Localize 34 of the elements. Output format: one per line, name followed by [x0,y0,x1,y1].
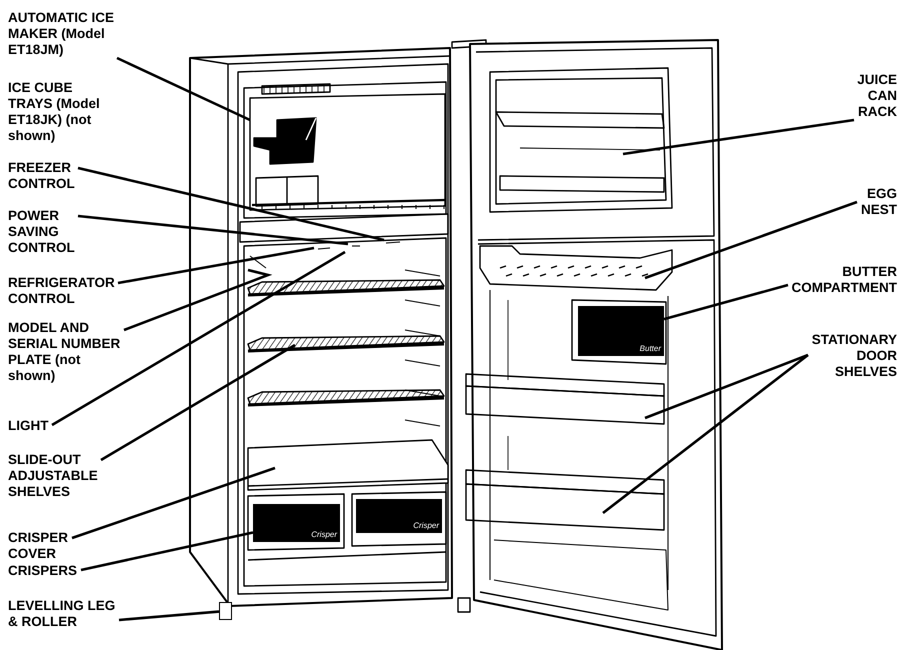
part-label: BUTTER COMPARTMENT [790,264,897,296]
leader-line [116,56,251,122]
leader-line [664,284,788,320]
leader-line [100,344,296,462]
leader-line [51,250,346,426]
part-label: LEVELLING LEG & ROLLER [8,598,117,630]
leader-line [644,200,858,280]
leader-line [644,354,808,420]
part-label: CRISPER COVER [8,530,70,562]
crisper-drawer-front: Crisper [356,499,442,533]
part-label: CRISPERS [8,563,79,579]
part-label: LIGHT [8,418,50,434]
leader-line [78,214,348,246]
butter-compartment-door: Butter [578,306,664,356]
part-label: EGG NEST [859,186,897,218]
part-label: REFRIGERATOR CONTROL [8,275,116,307]
leader-line [118,246,314,284]
part-label: POWER SAVING CONTROL [8,208,76,256]
leader-line [72,466,276,540]
leader-line [80,531,254,572]
part-label: FREEZER CONTROL [8,160,76,192]
part-label: STATIONARY DOOR SHELVES [810,332,897,380]
leader-line [124,268,272,332]
part-label: ICE CUBE TRAYS (Model ET18JK) (not shown) [8,80,101,144]
part-label: SLIDE-OUT ADJUSTABLE SHELVES [8,452,99,500]
leader-line [602,354,809,514]
part-label: MODEL AND SERIAL NUMBER PLATE (not shown) [8,320,122,384]
levelling-leg [219,602,232,620]
leader-line [118,610,220,622]
part-label: AUTOMATIC ICE MAKER (Model ET18JM) [8,10,115,58]
crisper-drawer-front: Crisper [253,504,340,542]
leader-line [78,166,384,242]
leader-line [622,118,854,156]
part-label: JUICE CAN RACK [856,72,897,120]
